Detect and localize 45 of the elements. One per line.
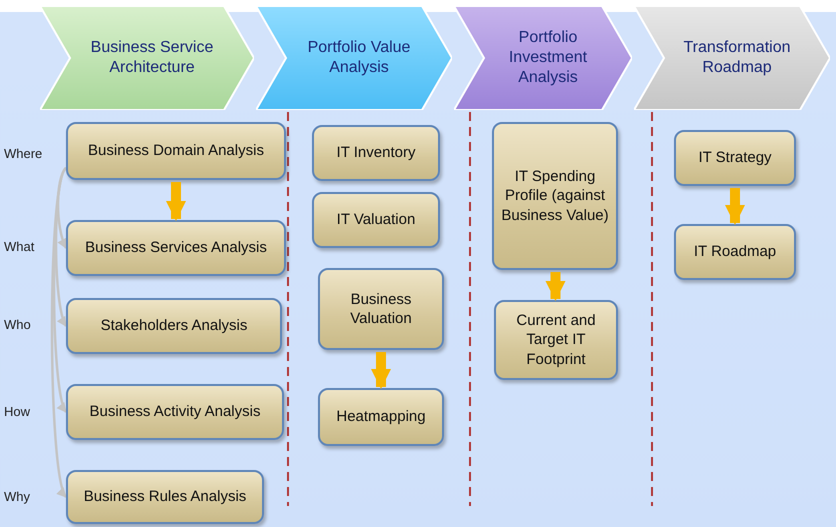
process-box: [494, 300, 618, 380]
chevron-step: [256, 6, 452, 110]
chevron-step: [634, 6, 830, 110]
step-title: Portfolio Investment Analysis: [508, 28, 588, 88]
chevron-step: [40, 6, 254, 110]
process-box: [312, 192, 440, 248]
process-box: [66, 298, 282, 354]
question-label: How: [4, 404, 30, 419]
box-label: Business Rules Analysis: [82, 487, 248, 508]
box-label: IT Inventory: [336, 143, 416, 164]
arrow: [166, 182, 186, 221]
process-box: [312, 125, 440, 181]
arrow: [546, 272, 566, 301]
curved-arrow: [50, 167, 68, 498]
box-label: Business Activity Analysis: [88, 402, 262, 422]
process-box: [318, 388, 444, 446]
process-box: [674, 130, 796, 186]
question-label: What: [4, 239, 34, 254]
process-box: [318, 268, 444, 350]
curved-arrow: [56, 167, 68, 249]
step-title: Portfolio Value Analysis: [306, 38, 412, 78]
step-title: Business Service Architecture: [90, 38, 214, 78]
box-label: Current and Target IT Footprint: [515, 310, 597, 370]
box-label: Stakeholders Analysis: [100, 316, 248, 336]
arrow: [725, 188, 745, 225]
process-box: [66, 384, 284, 440]
question-label: Where: [4, 146, 42, 161]
step-title: Transformation Roadmap: [682, 38, 792, 78]
box-label: Business Services Analysis: [84, 238, 268, 258]
box-label: Business Valuation: [349, 290, 413, 329]
box-label: IT Strategy: [697, 148, 773, 168]
arrow: [371, 352, 391, 389]
question-label: Why: [4, 489, 30, 504]
box-label: IT Roadmap: [692, 242, 778, 262]
process-box: [66, 470, 264, 524]
box-label: Heatmapping: [335, 407, 427, 428]
chevron-step: [454, 6, 632, 110]
box-label: Business Domain Analysis: [87, 141, 265, 162]
process-box: [674, 224, 796, 280]
box-label: IT Spending Profile (against Business Value): [500, 166, 610, 226]
question-label: Who: [4, 317, 31, 332]
process-box: [492, 122, 618, 270]
process-box: [66, 220, 286, 276]
box-label: IT Valuation: [336, 210, 416, 230]
process-box: [66, 122, 286, 180]
